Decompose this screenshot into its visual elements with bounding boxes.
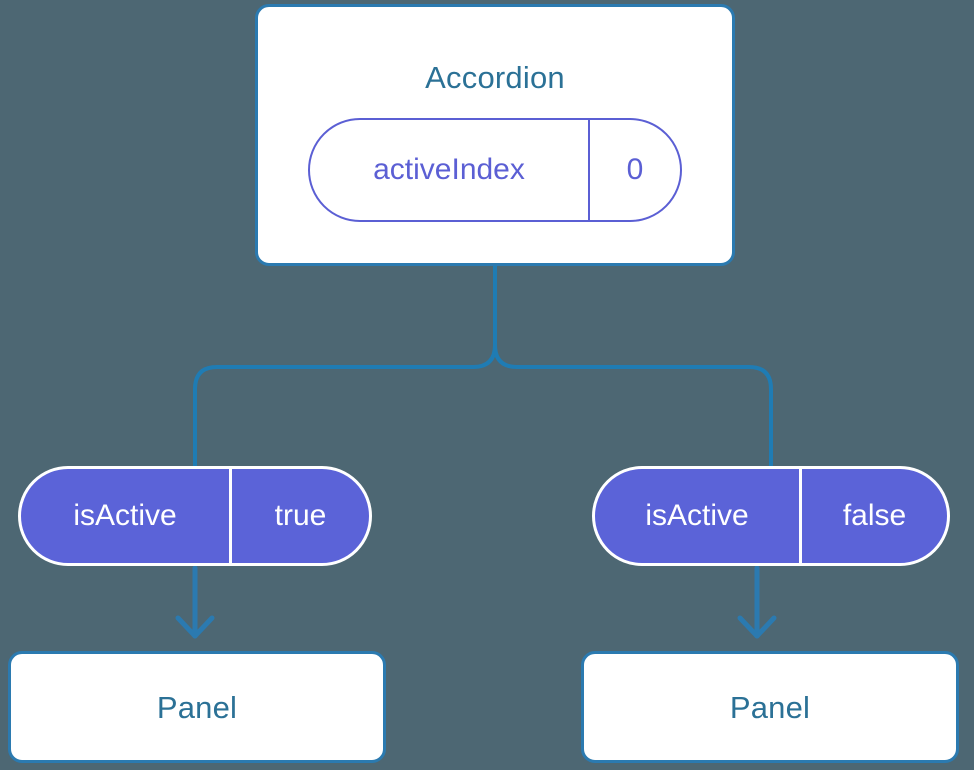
prop-pill-activeindex-key: activeIndex xyxy=(373,153,525,186)
prop-pill-activeindex-value: 0 xyxy=(588,120,680,220)
prop-pill-isactive-true-key: isActive xyxy=(73,499,177,532)
panel-node-right[interactable]: Panel xyxy=(581,651,959,763)
connector-branch-left xyxy=(193,343,497,468)
prop-pill-isactive-false[interactable]: isActive false xyxy=(592,466,950,566)
panel-node-right-label: Panel xyxy=(729,689,811,725)
prop-pill-isactive-false-key: isActive xyxy=(645,499,749,532)
accordion-node-label: Accordion xyxy=(425,60,565,95)
prop-pill-activeindex[interactable]: activeIndex 0 xyxy=(308,118,682,222)
arrow-right xyxy=(737,565,777,639)
arrow-left xyxy=(175,565,215,639)
prop-pill-isactive-true[interactable]: isActive true xyxy=(18,466,372,566)
prop-pill-isactive-false-value: false xyxy=(799,469,947,563)
panel-node-left-label: Panel xyxy=(156,689,238,725)
connector-branch-right xyxy=(493,343,773,468)
panel-node-left[interactable]: Panel xyxy=(8,651,386,763)
prop-pill-isactive-true-value: true xyxy=(229,469,369,563)
